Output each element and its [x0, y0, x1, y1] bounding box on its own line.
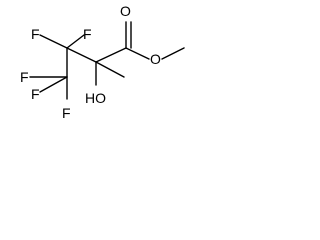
fluorine-label-cf3-bottom: F: [62, 105, 71, 121]
structure-canvas: F F F F F O O HO: [0, 0, 195, 128]
bond-c1-oester: [125, 47, 150, 60]
bond-c3-f-right: [66, 34, 85, 49]
fluorine-label-top-left: F: [31, 26, 40, 42]
bond-c2-methyl: [95, 61, 125, 78]
bond-c4-f-bottom-left: [39, 76, 68, 93]
bond-c3-f-left: [39, 34, 68, 49]
bonds: [29, 21, 185, 100]
bond-c2-c1: [95, 47, 127, 63]
hydroxyl-label: HO: [85, 90, 106, 106]
oxygen-label-carbonyl: O: [120, 3, 131, 19]
fluorine-label-top-right: F: [83, 26, 92, 42]
oxygen-label-ester: O: [150, 51, 161, 67]
chemical-structure: F F F F F O O HO: [20, 3, 185, 121]
fluorine-label-cf3-bottom-left: F: [31, 86, 40, 102]
bond-oester-methyl: [161, 47, 185, 60]
fluorine-label-cf3-left: F: [20, 69, 29, 85]
bond-c3-c2: [66, 47, 97, 63]
atom-labels: F F F F F O O HO: [20, 3, 161, 121]
